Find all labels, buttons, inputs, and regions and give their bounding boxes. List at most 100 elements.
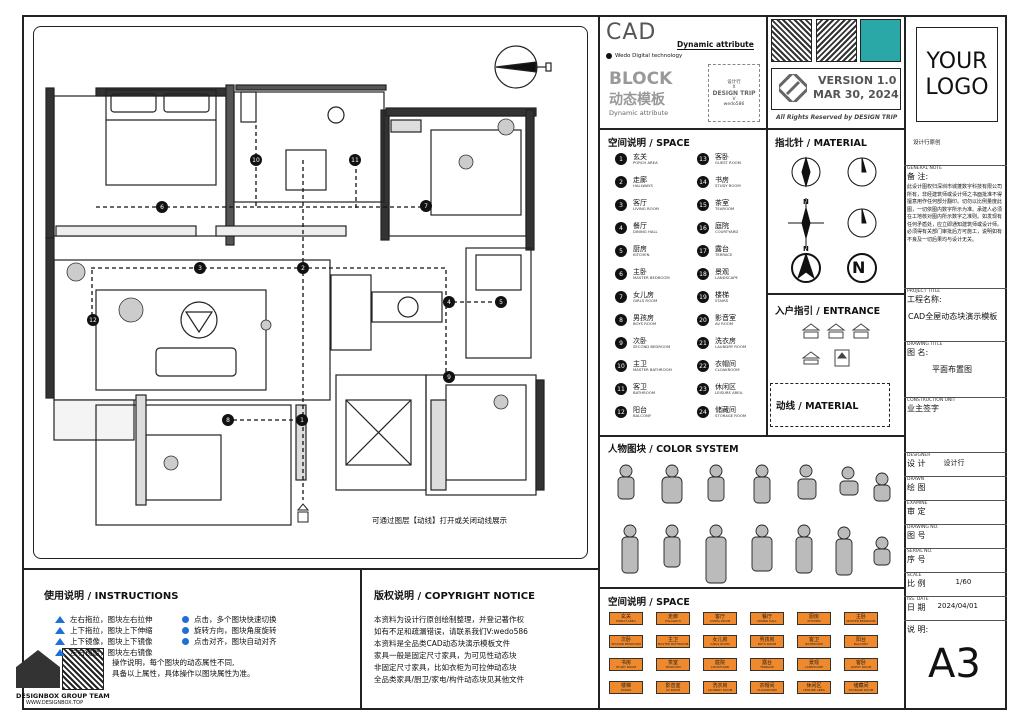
space-number: 1 [615,153,627,165]
construction-en: CONSTRUCTION UNIT [907,398,956,403]
version-text: VERSION 1.0 [818,74,897,87]
space-number: 24 [697,406,709,418]
general-note-body: 此设计图权归深圳市城蓬数字科技有限公司所有，非经建筑师或设计师之书面批准不得擅意… [907,184,1003,243]
space-number: 18 [697,268,709,280]
date-cell: ISS. DATE 日 期 2024/04/01 [904,596,1007,620]
plan-marker: 11 [349,154,361,166]
space-tag-cn: 玄关 [620,613,631,620]
space-name-en: GUEST ROOM [715,160,741,165]
sheet-size: A3 [928,641,981,687]
logo-box: YOUR LOGO [916,27,998,122]
instruction-row: 左右镜像，图块左右镜像 [55,647,153,658]
space-tag-en: BATHROOM [805,641,823,646]
space-number: 5 [615,245,627,257]
space-number: 10 [615,360,627,372]
space-name-cn: 客厅 [633,199,647,207]
bullet-icon [182,616,189,623]
space-tag-en: LANDSCAPE [804,664,824,669]
rights-text: All Rights Reserved by DESIGN TRIP [776,114,898,121]
space-name-en: PORCH AREA [633,160,658,165]
space-number: 13 [697,153,709,165]
designer-cn: 设 计 [907,459,926,468]
people-blocks [617,464,891,584]
entrance-arrow-icons [801,323,871,367]
space-number: 19 [697,291,709,303]
serial-en: SERIAL NO. [907,549,933,554]
date-cn: 日 期 [907,603,926,612]
drawn-cell: DRAWN 绘 图 [904,476,1007,500]
plan-note: 可通过图层【动线】打开或关闭动线展示 [372,516,507,525]
entrance-title: 入户指引 / ENTRANCE [775,306,881,317]
space-name-en: COURTYARD [715,229,739,234]
date-value: 2024/04/01 [937,602,978,610]
plan-marker: 4 [443,296,455,308]
space-name-cn: 茶室 [715,199,729,207]
space-tag-cn: 影音室 [665,682,681,689]
qr-code [771,19,812,62]
space-tag-cn: 储藏间 [853,682,869,689]
space-tag-en: GIRLS ROOM [710,641,730,646]
scale-cn: 比 例 [907,579,926,588]
space-tag-cn: 女儿房 [712,636,728,643]
space-tag-en: PORCH AREA [616,618,636,623]
space-name-en: HALLWAYS [633,183,653,188]
scale-value: 1/60 [955,578,972,586]
general-note-cn: 备 注: [907,172,929,181]
space-name-en: LANDSCAPE [715,275,738,280]
instruction-text: 上下拖拉，图块上下伸缩 [70,626,153,635]
cad-title: CAD [606,20,657,45]
space-tag-cn: 主卧 [855,613,866,620]
space-name-cn: 书房 [715,176,729,184]
north-title: 指北针 / MATERIAL [775,138,867,149]
plan-marker: 10 [250,154,262,166]
space-name-en: KITCHEN [633,252,650,257]
space-tag-cn: 衣帽间 [759,682,775,689]
instruction-row: 上下镜像，图块上下镜像 [55,636,153,647]
plan-marker: 2 [297,262,309,274]
space-name-en: STAIRS [715,298,729,303]
divider [766,293,904,295]
divider [598,15,600,710]
brand-url: WWW.DESIGNBOX.TOP [26,700,84,706]
dot-icon [606,53,612,59]
version-box [771,68,901,110]
plan-panel [33,26,588,559]
route-box [770,383,890,427]
block-en: Dynamic attribute [609,109,669,117]
space-name-cn: 男孩房 [633,314,654,322]
divider [598,435,904,437]
space-tag-cn: 庭院 [714,659,725,666]
designer-en: DESIGNER [907,453,931,458]
plan-marker: 8 [222,414,234,426]
qr-code [62,648,104,690]
arrow-icon [55,627,65,634]
space-name-en: BALCONY [633,413,652,418]
plan-marker: 5 [495,296,507,308]
instruction-text: 具备以上属性，具体操作以图块属性为准。 [112,669,255,678]
divider [598,128,904,130]
scale-en: SCALE [907,573,922,578]
space-name-cn: 影音室 [715,314,736,322]
divider [598,587,904,589]
space-name-cn: 客卧 [715,153,729,161]
space-tag-cn: 男孩房 [759,636,775,643]
space-tag-en: AV ROOM [665,687,681,692]
space-name-en: GIRLS ROOM [633,298,658,303]
